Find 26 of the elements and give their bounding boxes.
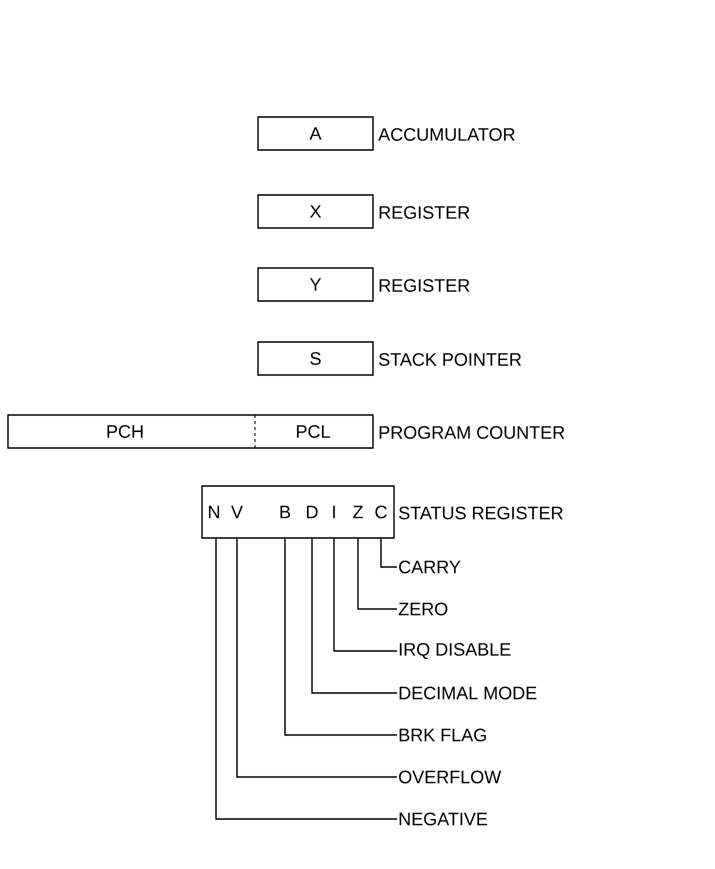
leader-line <box>333 538 397 652</box>
flag-label: ZERO <box>398 602 448 616</box>
leader-line <box>236 538 397 778</box>
register-box: PCH PCL <box>7 414 374 449</box>
leader-line <box>311 538 397 694</box>
flag-label: OVERFLOW <box>399 770 502 784</box>
register-label: REGISTER <box>380 206 470 219</box>
flag-label: NEGATIVE <box>400 812 488 826</box>
register-label: ACCUMULATOR <box>378 128 515 141</box>
flag-label: CARRY <box>399 560 460 574</box>
leader-line <box>380 538 397 568</box>
register-label: REGISTER <box>380 279 470 292</box>
register-box: A <box>257 116 374 151</box>
register-label: PROGRAM COUNTER <box>380 426 564 439</box>
flag-label: IRQ DISABLE <box>400 643 510 659</box>
flag-label: DECIMAL MODE <box>400 686 536 700</box>
register-box: S <box>257 341 374 376</box>
register-box: N V B D I Z C <box>201 485 395 539</box>
register-label: STACK POINTER <box>379 353 522 366</box>
flag-label: BRK FLAG <box>400 728 486 742</box>
leader-line <box>357 538 397 610</box>
leader-line <box>284 538 397 736</box>
register-label: STATUS REGISTER <box>399 506 563 520</box>
register-box: Y <box>257 267 374 302</box>
register-box: X <box>257 194 374 229</box>
leader-line <box>215 538 397 820</box>
